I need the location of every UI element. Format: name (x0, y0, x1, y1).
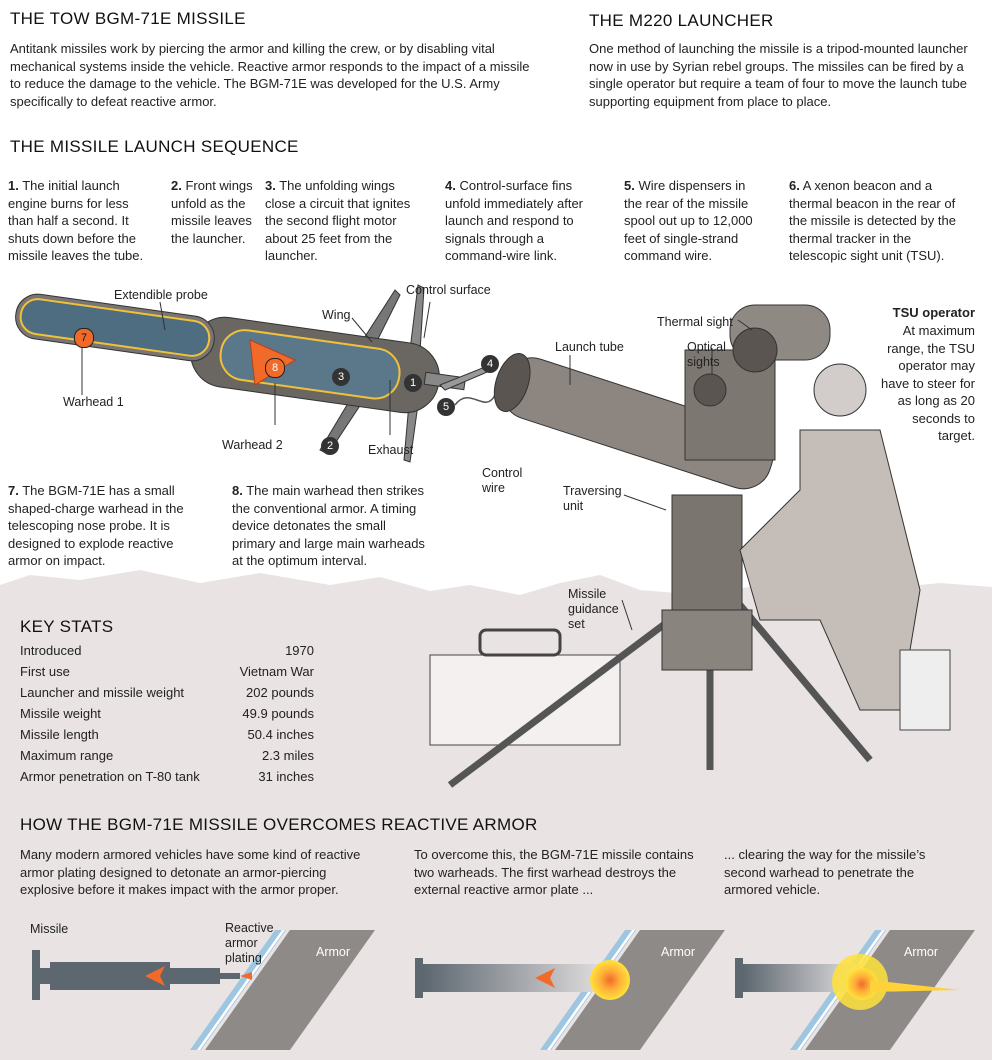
label-control-wire: Control wire (482, 466, 523, 495)
reactive-panel-1 (32, 930, 375, 1050)
step-5: 5. Wire dispensers in the rear of the mi… (624, 178, 753, 263)
m220-title: The M220 launcher (589, 11, 774, 30)
marker-2: 2 (321, 437, 339, 455)
marker-3: 3 (332, 368, 350, 386)
missile-illustration (15, 284, 496, 463)
reactive-panel-2 (415, 930, 725, 1050)
label-control-surface: Control surface (406, 283, 491, 297)
sequence-title: The missile launch sequence (10, 137, 299, 156)
marker-4: 4 (481, 355, 499, 373)
tow-title: The TOW BGM-71E missile (10, 9, 246, 28)
stats-title: Key stats (20, 617, 114, 636)
label-armor-2: Armor (661, 945, 696, 959)
launcher-illustration (429, 304, 951, 788)
marker-8: 8 (265, 358, 285, 378)
reactive-panel-3 (735, 930, 975, 1050)
label-launch-tube: Launch tube (555, 340, 624, 354)
step-4: 4. Control-surface fins unfold immediate… (445, 178, 584, 263)
reactive-title: How the BGM-71E missile overcomes reacti… (20, 815, 538, 834)
reactive-col1: Many modern armored vehicles have some k… (20, 847, 361, 897)
marker-1: 1 (404, 374, 422, 392)
m220-body: One method of launching the missile is a… (589, 41, 968, 109)
marker-7: 7 (74, 328, 94, 348)
tsu-title: TSU operator (892, 305, 975, 320)
label-armor-1: Armor (316, 945, 351, 959)
reactive-col3: ... clearing the way for the missile’s s… (724, 847, 926, 897)
label-wing: Wing (322, 308, 351, 322)
label-optical-sights: Optical sights (687, 340, 726, 369)
ground-background (0, 570, 992, 1060)
label-missile: Missile (30, 922, 69, 936)
label-warhead1: Warhead 1 (63, 395, 124, 409)
reactive-col2: To overcome this, the BGM-71E missile co… (414, 847, 694, 897)
step-7: 7. The BGM-71E has a small shaped-charge… (8, 483, 184, 568)
marker-5: 5 (437, 398, 455, 416)
step-3: 3. The unfolding wings close a circuit t… (265, 178, 411, 263)
label-guidance-set: Missile guidance set (568, 587, 619, 631)
step-2: 2. Front wings unfold as the missile lea… (171, 178, 253, 246)
label-extendible-probe: Extendible probe (114, 288, 208, 302)
label-traversing-unit: Traversing unit (563, 484, 622, 513)
label-warhead2: Warhead 2 (222, 438, 283, 452)
label-armor-3: Armor (904, 945, 939, 959)
label-thermal-sight: Thermal sight (657, 315, 733, 329)
tsu-body: At maximum range, the TSU operator may h… (881, 323, 975, 443)
step-8: 8. The main warhead then strikes the con… (232, 483, 425, 568)
step-1: 1. The initial launch engine burns for l… (8, 178, 144, 263)
step-6: 6. A xenon beacon and a thermal beacon i… (789, 178, 956, 263)
tow-body: Antitank missiles work by piercing the a… (10, 41, 530, 109)
label-exhaust: Exhaust (368, 443, 414, 457)
label-reactive-plating: Reactive armor plating (225, 921, 274, 965)
